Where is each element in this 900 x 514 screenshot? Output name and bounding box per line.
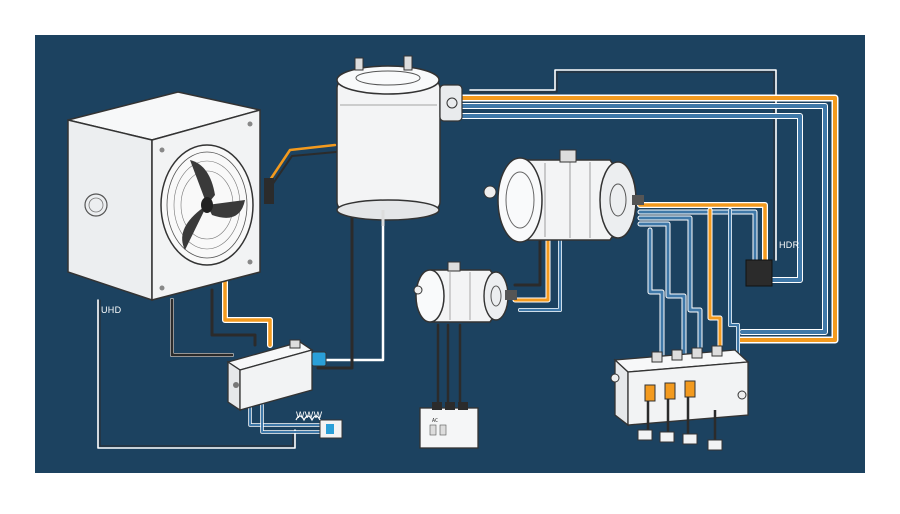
condenser-fan-unit [67,91,274,302]
compressor-icon [483,149,644,243]
wire-fan-tank [268,143,337,182]
accumulator-tank [336,55,463,226]
wire-tank-valve [316,213,385,362]
control-module [610,345,750,451]
compressor-small [413,261,517,323]
label-uhd: UHD [101,305,122,315]
valve-block: WWW [226,339,343,439]
compressor-large [483,149,644,243]
module-icon [610,345,750,451]
terminal-label: AC [432,418,438,424]
terminal-icon [419,402,479,449]
tank-icon [336,55,463,226]
motor-icon [413,261,517,323]
valve-icon [226,339,327,412]
wire-compressor-link [513,238,542,287]
terminal-block [419,402,479,449]
wire-signal-top [469,69,777,261]
label-hdr: HDR [779,240,800,250]
coil: WWW [295,410,343,439]
wire-left-loop [97,299,296,449]
wire-harness [97,69,839,449]
fan-icon [160,144,254,266]
coil-label: WWW [296,410,323,420]
hdr-connector [745,259,773,287]
fan-connector [264,178,274,204]
